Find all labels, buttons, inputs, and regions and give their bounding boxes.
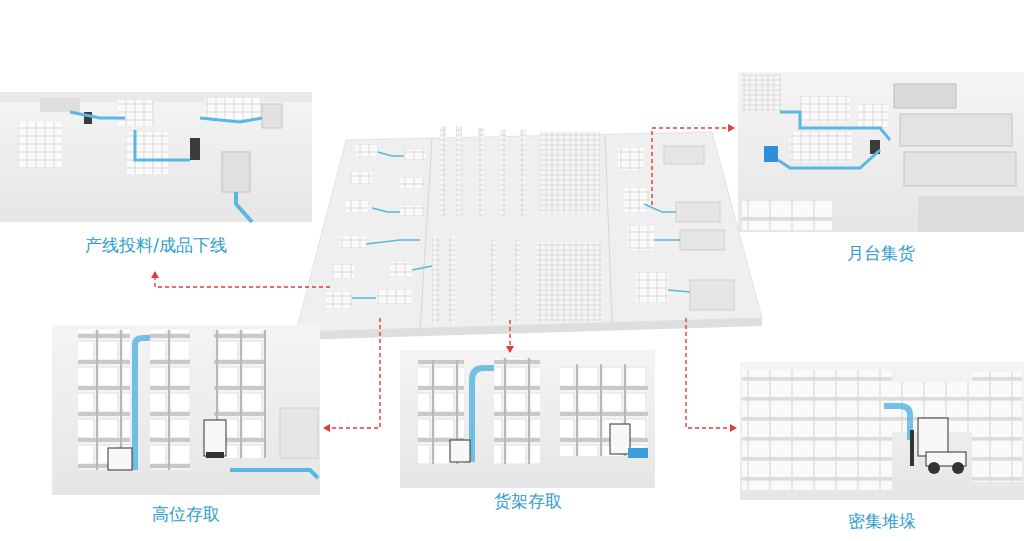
panel-caption: 月台集货 bbox=[844, 243, 918, 263]
leader-arrow bbox=[155, 128, 736, 428]
scene-illustration bbox=[740, 362, 1024, 500]
panel-caption: 产线投料/成品下线 bbox=[82, 235, 230, 255]
panel-caption: 高位存取 bbox=[149, 504, 223, 524]
scene-panel: 产线投料/成品下线 bbox=[0, 92, 312, 262]
scene-panel: 货架存取 bbox=[400, 350, 655, 514]
scene-illustration bbox=[0, 92, 312, 222]
panel-caption-line: 高位存取 bbox=[52, 503, 320, 525]
panel-caption: 密集堆垛 bbox=[845, 511, 919, 531]
scene-panel: 月台集货 bbox=[738, 72, 1024, 270]
panel-caption-line: 货架存取 bbox=[400, 490, 655, 512]
panel-caption-line: 月台集货 bbox=[738, 242, 1024, 264]
panel-caption-line: 产线投料/成品下线 bbox=[0, 234, 312, 256]
scene-illustration bbox=[738, 72, 1024, 232]
panel-caption-line: 密集堆垛 bbox=[740, 510, 1024, 532]
scene-panel: 高位存取 bbox=[52, 325, 320, 525]
scene-illustration bbox=[52, 325, 320, 495]
warehouse-floor-plan bbox=[296, 126, 762, 340]
panel-caption: 货架存取 bbox=[491, 491, 565, 511]
scene-panel: 密集堆垛 bbox=[740, 362, 1024, 534]
scene-illustration bbox=[400, 350, 655, 488]
